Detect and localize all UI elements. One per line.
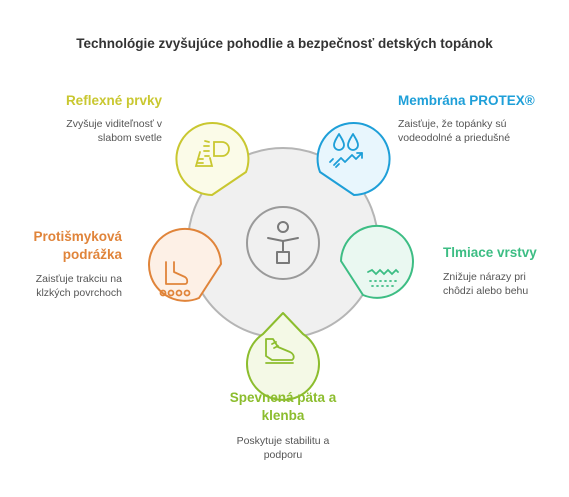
heel-desc-line-1: Poskytuje stabilitu a [236,435,330,447]
reflective-pin [175,122,250,196]
cushion-desc-line-2: chôdzi alebo behu [443,285,529,297]
membrane-label: Membrána PROTEX® [398,93,535,108]
cushion-label: Tlmiace vrstvy [443,245,537,260]
water-drops-icon [329,133,363,168]
cushion-layer-icon [367,268,399,287]
sole-label-line-2: podrážka [62,247,122,262]
foot-grip-icon [159,261,191,297]
membrane-desc-line-1: Zaisťuje, že topánky sú [398,118,507,130]
sole-desc-line-2: klzkých povrchoch [36,287,122,299]
heel-label-line-1: Spevnená päta a [229,390,337,405]
reflective-desc-line-1: Zvyšuje viditeľnosť v [66,118,162,130]
reflective-desc-line-2: slabom svetle [97,132,162,144]
shoe-icon [265,338,295,364]
sole-label-line-1: Protišmyková [33,229,122,244]
diagram-title: Technológie zvyšujúce pohodlie a bezpečn… [76,36,493,51]
cushion-desc-line-1: Znižuje nárazy pri [443,271,526,283]
membrane-desc-line-2: vodeodolné a priedušné [398,132,511,144]
heel-desc-line-2: podporu [263,449,303,461]
reflective-light-icon [194,140,230,167]
cushion-pin [340,224,414,299]
heel-pin [246,312,320,401]
sole-pin [148,227,222,302]
membrane-pin [316,122,391,196]
sole-desc-line-1: Zaisťuje trakciu na [35,273,122,285]
reflective-label: Reflexné prvky [65,93,162,108]
heel-label-line-2: klenba [261,408,305,423]
person-icon [267,221,299,264]
